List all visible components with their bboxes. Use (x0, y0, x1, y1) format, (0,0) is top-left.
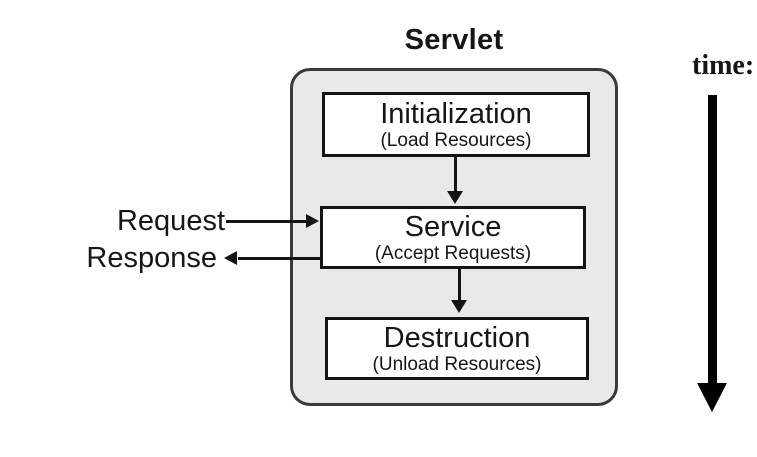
stage-service: Service (Accept Requests) (320, 206, 586, 269)
stage-destruction: Destruction (Unload Resources) (325, 317, 589, 380)
stage-destruction-title: Destruction (383, 321, 531, 354)
connector-service-to-destruction-arrowhead-icon (451, 300, 467, 313)
stage-initialization: Initialization (Load Resources) (322, 92, 590, 157)
request-arrow-line (226, 220, 307, 223)
request-label: Request (116, 205, 225, 237)
stage-service-subtitle: (Accept Requests) (374, 242, 532, 264)
stage-initialization-subtitle: (Load Resources) (380, 129, 532, 151)
time-axis-label: time: (692, 50, 755, 81)
response-arrow-line (238, 257, 323, 260)
stage-initialization-title: Initialization (380, 97, 532, 130)
connector-service-to-destruction-line (458, 269, 461, 301)
response-arrowhead-icon (224, 251, 237, 265)
stage-service-title: Service (404, 210, 502, 243)
diagram-title: Servlet (404, 24, 504, 56)
time-axis-line (708, 95, 717, 383)
stage-destruction-subtitle: (Unload Resources) (372, 353, 542, 375)
connector-init-to-service-arrowhead-icon (447, 191, 463, 204)
connector-init-to-service-line (454, 157, 457, 192)
request-arrowhead-icon (306, 214, 319, 228)
response-label: Response (86, 242, 217, 274)
time-axis-arrowhead-icon (697, 383, 727, 412)
